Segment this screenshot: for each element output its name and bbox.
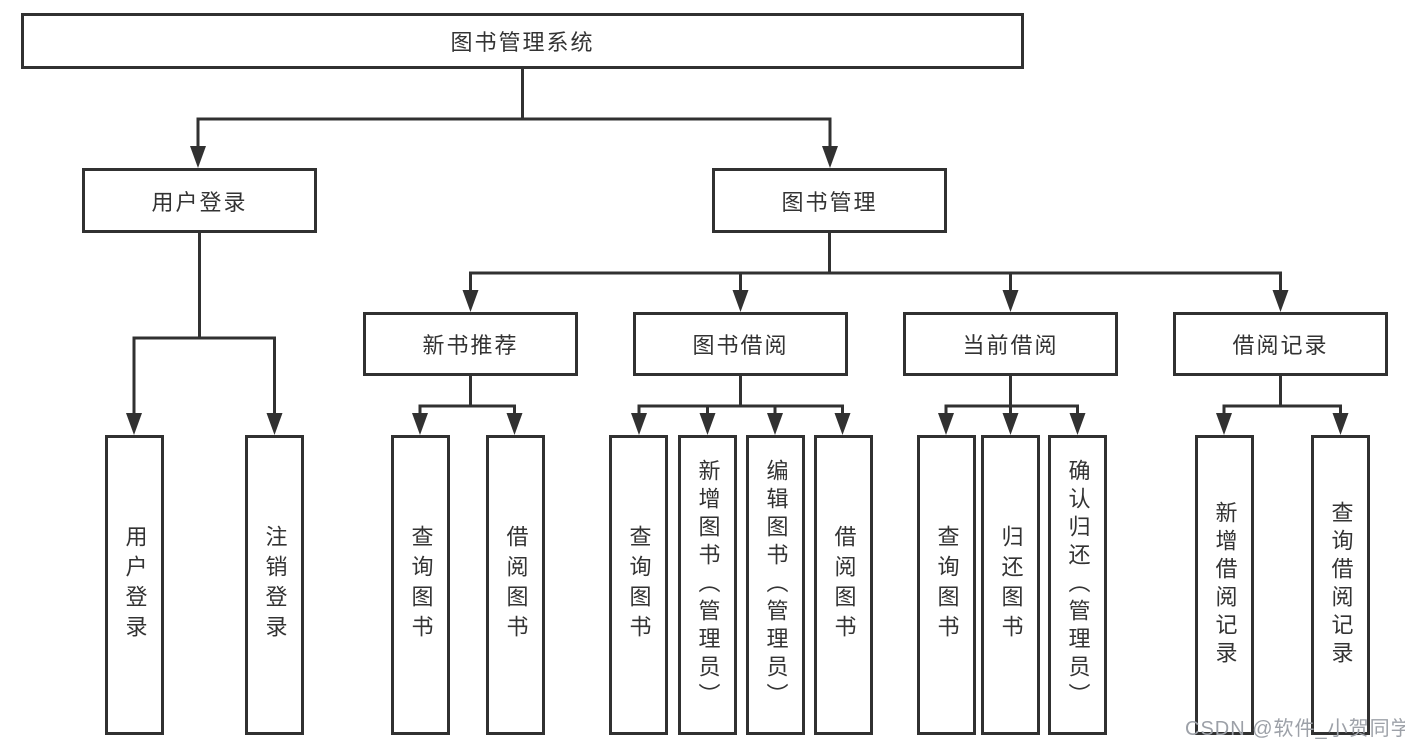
- node-label: 当前借阅: [962, 333, 1059, 358]
- leaf-label: 用户登录: [122, 525, 148, 645]
- node-library-management-system: 图书管理系统: [21, 13, 1024, 69]
- node-label: 图书管理: [781, 189, 878, 215]
- leaf-label: 借阅图书: [831, 525, 857, 645]
- leaf-add-borrow-record: 新增借阅记录: [1195, 435, 1254, 735]
- node-book-management: 图书管理: [712, 168, 947, 233]
- leaf-label: 注销登录: [262, 525, 288, 645]
- leaf-label: 新增图书（管理员）: [695, 459, 721, 711]
- node-new-book-recommend: 新书推荐: [363, 312, 578, 376]
- leaf-query-books-borrow: 查询图书: [609, 435, 668, 735]
- leaf-borrow-books-2: 借阅图书: [814, 435, 873, 735]
- node-current-borrow: 当前借阅: [903, 312, 1118, 376]
- node-label: 新书推荐: [422, 333, 519, 358]
- leaf-query-books: 查询图书: [391, 435, 450, 735]
- leaf-confirm-return-admin: 确认归还（管理员）: [1048, 435, 1107, 735]
- leaf-label: 编辑图书（管理员）: [763, 459, 789, 711]
- leaf-logout-login: 注销登录: [245, 435, 304, 735]
- leaf-edit-books-admin: 编辑图书（管理员）: [746, 435, 805, 735]
- leaf-user-login: 用户登录: [105, 435, 164, 735]
- leaf-label: 归还图书: [998, 525, 1024, 645]
- leaf-label: 查询图书: [934, 525, 960, 645]
- leaf-label: 新增借阅记录: [1212, 501, 1238, 669]
- node-label: 图书借阅: [692, 333, 789, 358]
- leaf-label: 查询图书: [626, 525, 652, 645]
- leaf-label: 借阅图书: [503, 525, 529, 645]
- leaf-add-books-admin: 新增图书（管理员）: [678, 435, 737, 735]
- node-user-login: 用户登录: [82, 168, 317, 233]
- arrowhead-icons: [126, 146, 1349, 435]
- node-label: 图书管理系统: [450, 30, 595, 55]
- leaf-query-books-current: 查询图书: [917, 435, 976, 735]
- leaf-borrow-books: 借阅图书: [486, 435, 545, 735]
- csdn-watermark: CSDN @软件_小贺同学: [1185, 718, 1405, 740]
- leaf-return-books: 归还图书: [981, 435, 1040, 735]
- node-book-borrow: 图书借阅: [633, 312, 848, 376]
- leaf-label: 查询图书: [408, 525, 434, 645]
- node-label: 借阅记录: [1232, 333, 1329, 358]
- leaf-query-borrow-record: 查询借阅记录: [1311, 435, 1370, 735]
- node-label: 用户登录: [151, 189, 248, 215]
- leaf-label: 查询借阅记录: [1328, 501, 1354, 669]
- leaf-label: 确认归还（管理员）: [1065, 459, 1091, 711]
- node-borrow-records: 借阅记录: [1173, 312, 1388, 376]
